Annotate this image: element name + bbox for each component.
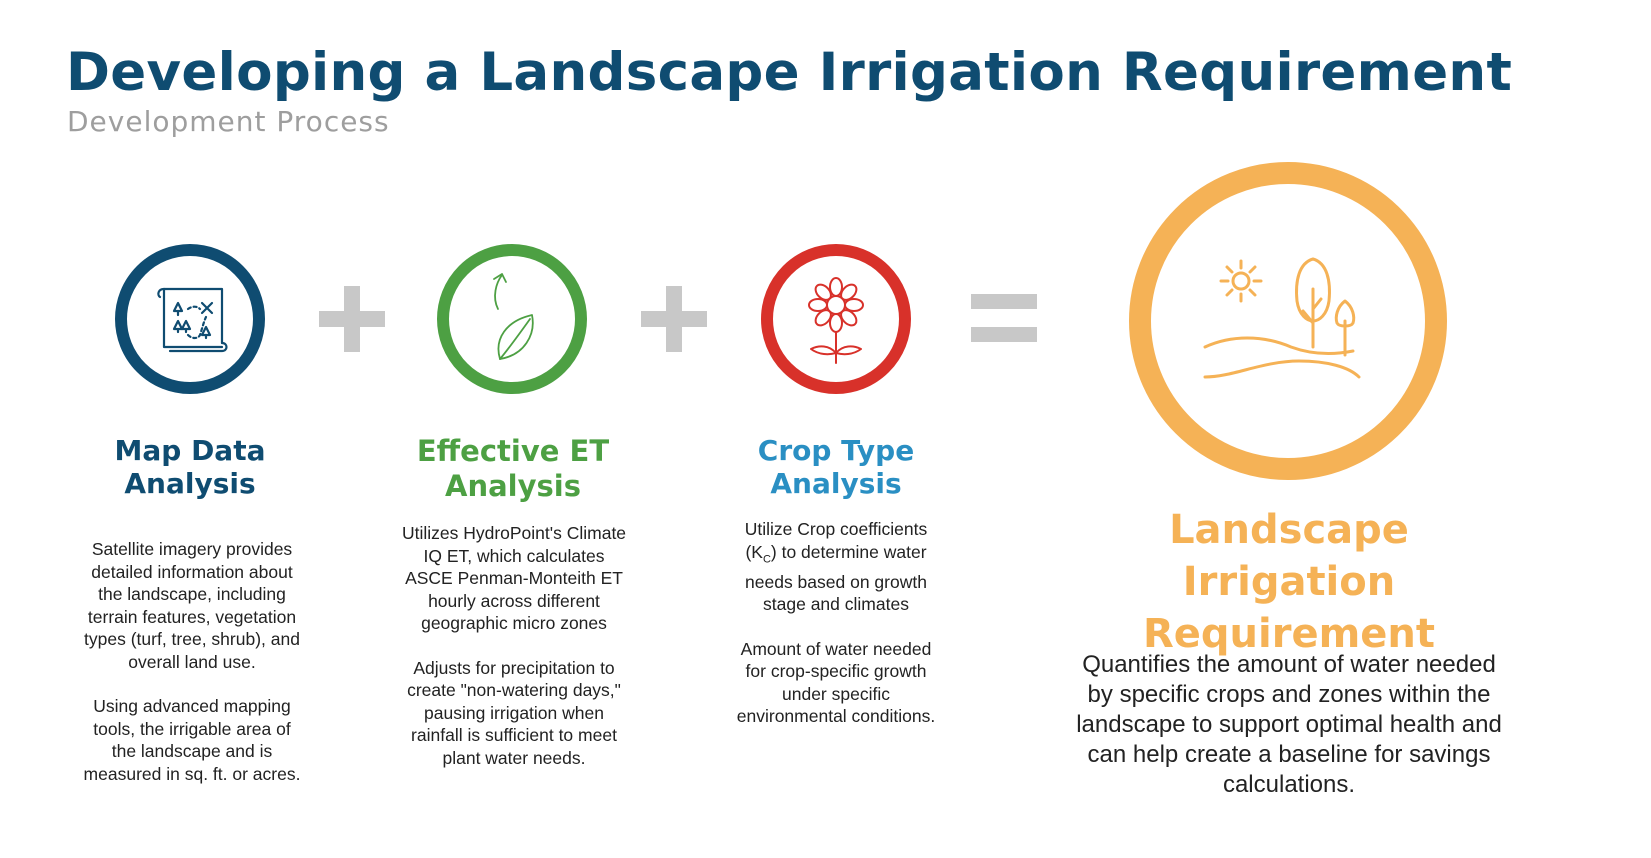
flower-icon <box>808 277 864 364</box>
result-title: Landscape Irrigation Requirement <box>1142 507 1435 657</box>
crop-type-ring <box>761 244 911 394</box>
page-subtitle: Development Process <box>67 105 390 138</box>
plus-operator-2 <box>641 286 707 352</box>
plus-operator-1 <box>319 286 385 352</box>
crop-type-description: Utilize Crop coefficients (KC) to determ… <box>736 519 936 726</box>
equals-operator <box>971 294 1037 342</box>
sun-trees-hills-icon <box>1203 257 1361 379</box>
map-data-ring <box>115 244 265 394</box>
effective-et-description: Utilizes HydroPoint's Climate IQ ET, whi… <box>401 523 627 768</box>
landscape-requirement-ring <box>1129 162 1447 480</box>
treasure-map-icon <box>157 287 228 353</box>
leaf-evaporation-icon <box>493 273 534 360</box>
step-title-map-data: Map Data Analysis <box>114 434 266 500</box>
map-data-description: Satellite imagery provides detailed info… <box>83 539 301 784</box>
step-title-effective-et: Effective ET Analysis <box>416 434 610 503</box>
step-title-crop-type: Crop Type Analysis <box>757 434 915 500</box>
effective-et-ring <box>437 244 587 394</box>
page-title: Developing a Landscape Irrigation Requir… <box>66 42 1513 103</box>
result-description: Quantifies the amount of water needed by… <box>1076 651 1502 798</box>
